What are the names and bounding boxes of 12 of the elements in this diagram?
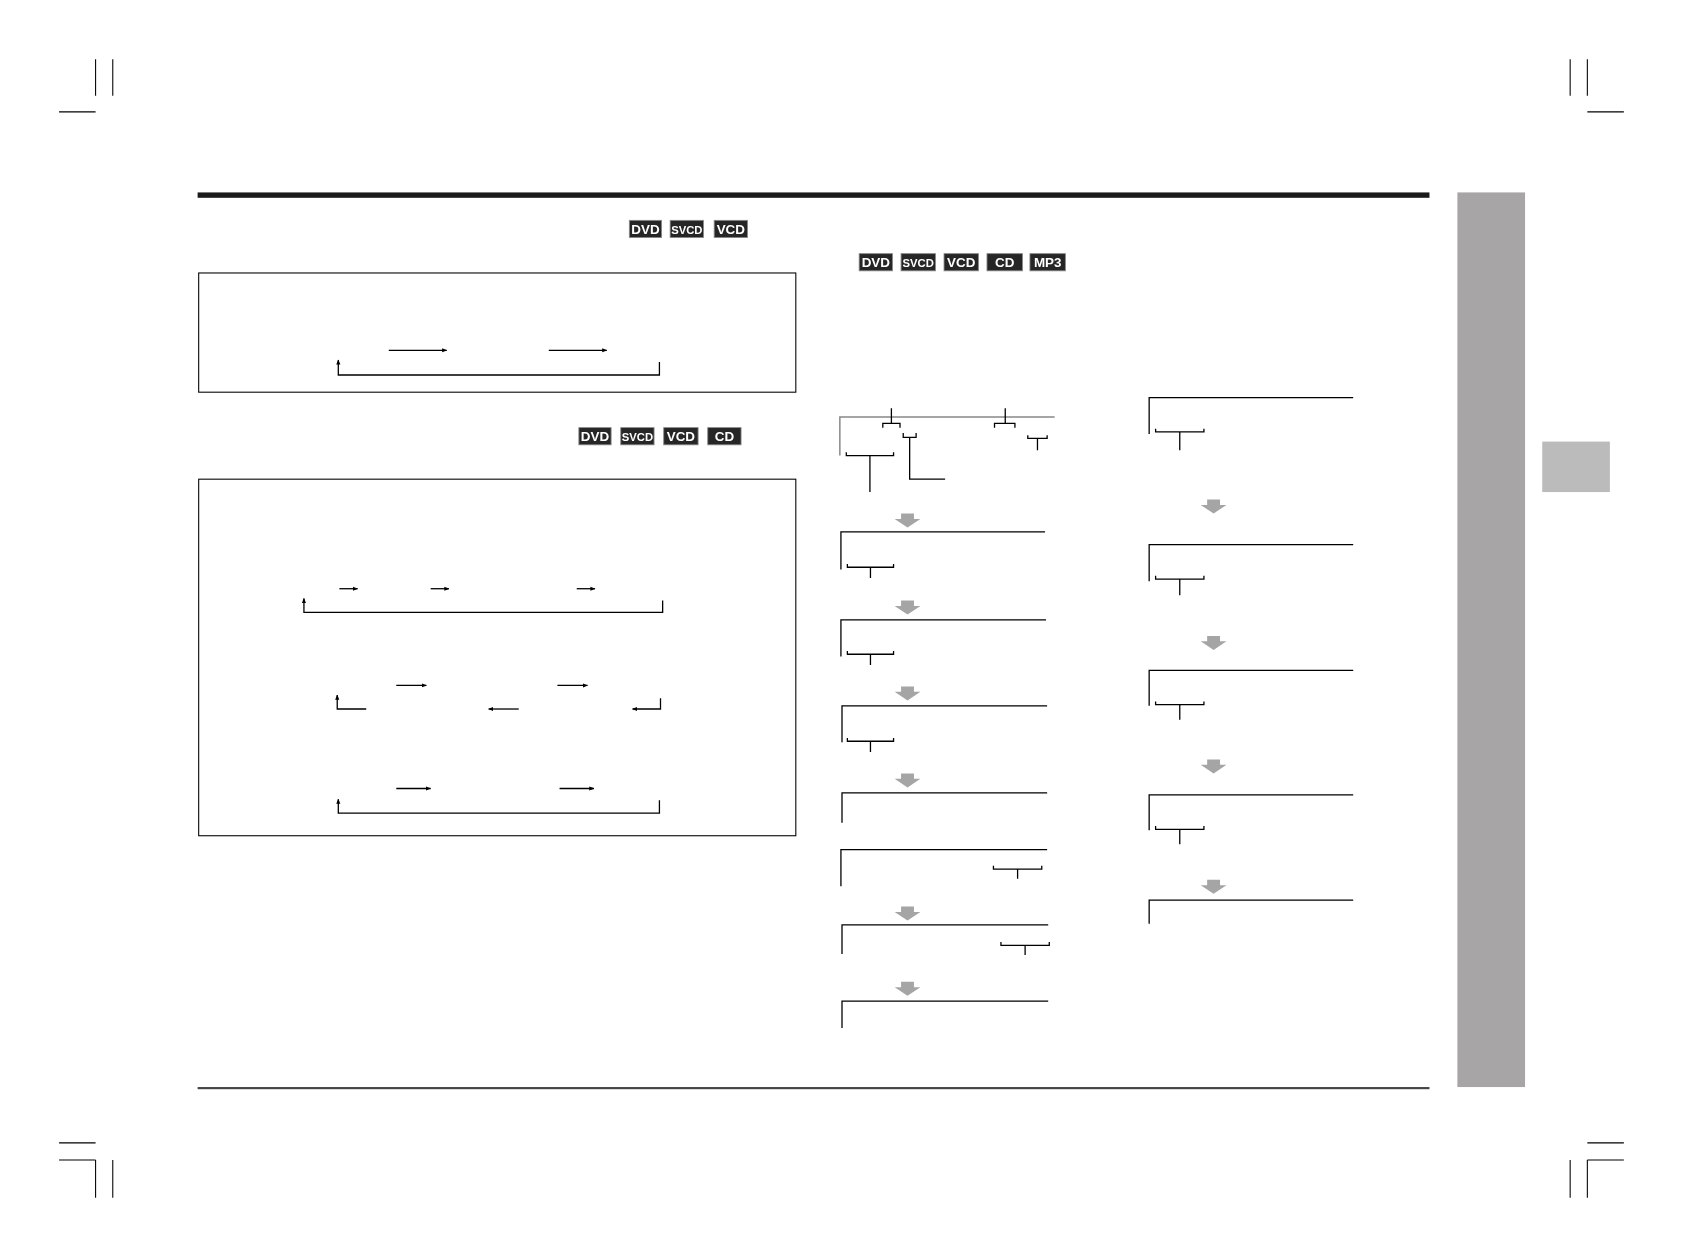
format-label: DVD bbox=[628, 219, 662, 238]
format-label: MP3 bbox=[1029, 253, 1066, 272]
format-label: SVCD bbox=[620, 427, 655, 446]
format-label: CD bbox=[986, 253, 1023, 272]
format-label: VCD bbox=[943, 253, 979, 272]
format-label: DVD bbox=[858, 253, 893, 272]
format-label: VCD bbox=[663, 427, 699, 446]
format-label: SVCD bbox=[669, 219, 704, 238]
format-label: CD bbox=[707, 427, 742, 446]
format-label: VCD bbox=[713, 219, 748, 238]
format-label: SVCD bbox=[900, 253, 936, 272]
format-label: DVD bbox=[578, 427, 612, 446]
